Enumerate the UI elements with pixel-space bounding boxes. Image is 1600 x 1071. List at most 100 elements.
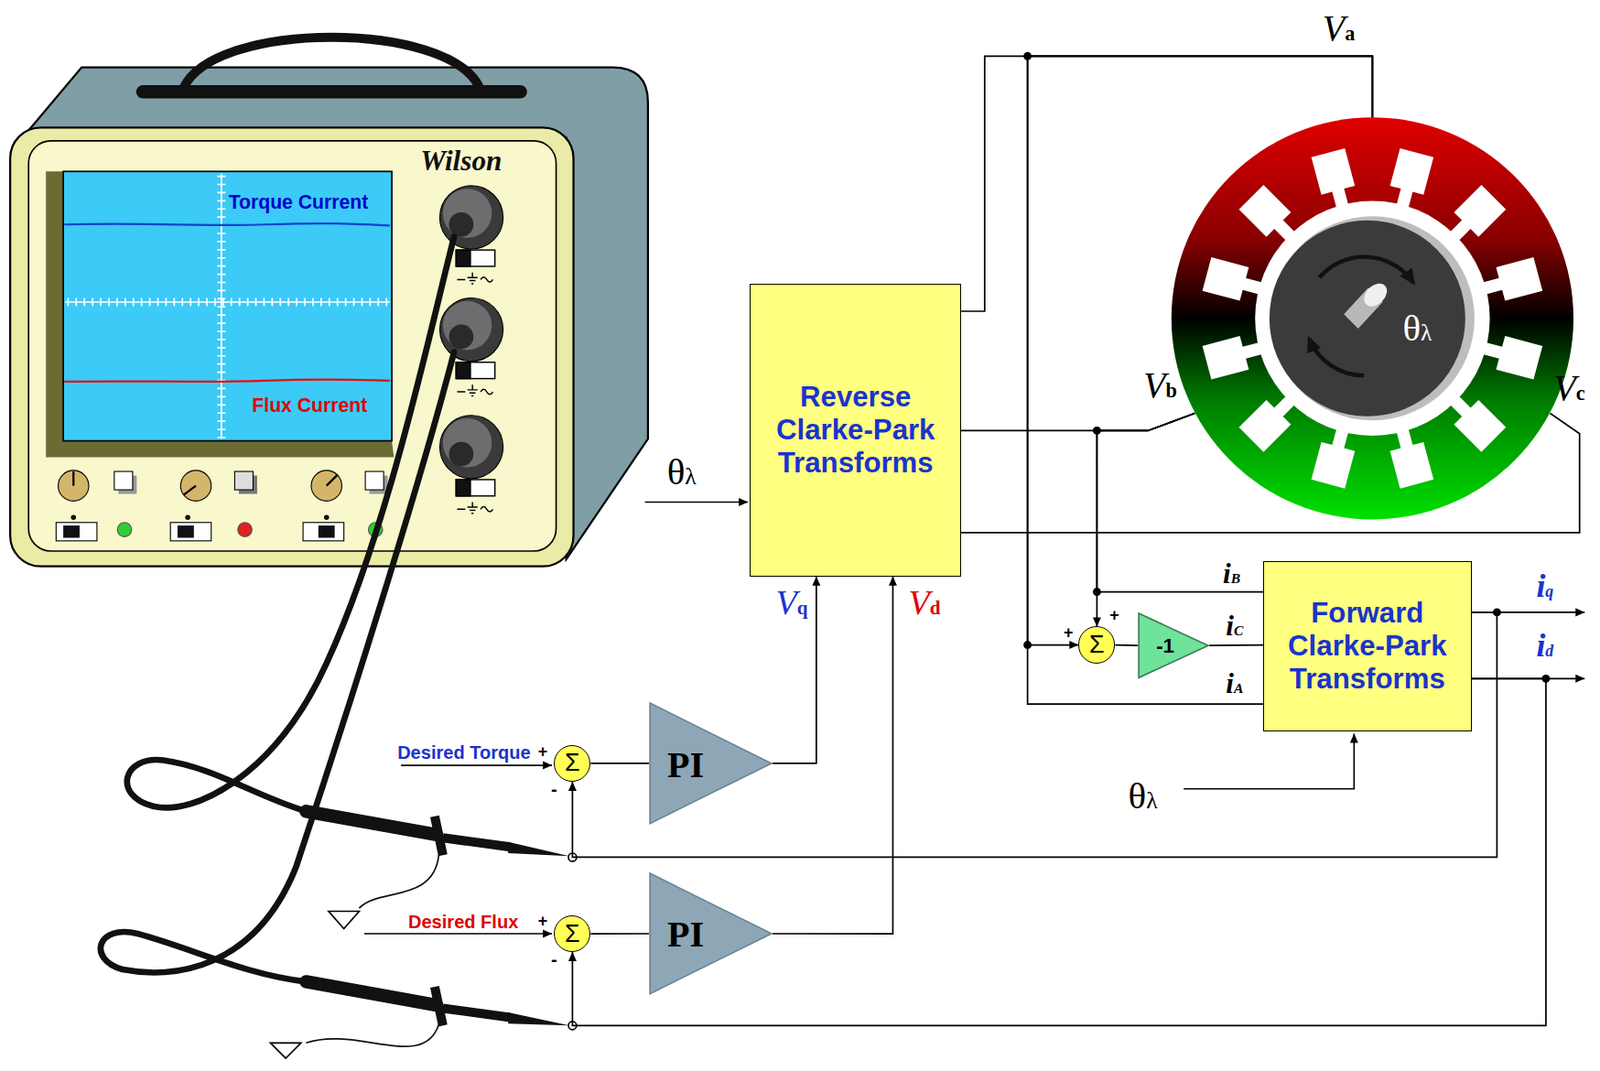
scope-controls <box>237 522 253 538</box>
wire <box>961 412 1580 532</box>
bnc-connector <box>439 185 503 479</box>
transform-box: Reverse Clarke-Park Transforms <box>749 283 962 577</box>
motor: θλ <box>1171 117 1574 519</box>
oscilloscope-housing <box>28 140 556 552</box>
trace-label: Flux Current <box>251 395 368 415</box>
signal-label: iC <box>1225 612 1244 641</box>
controller-label: PI <box>667 746 704 784</box>
coupling-switch <box>455 479 471 497</box>
signal-label: Vd <box>908 584 941 620</box>
scope-controls <box>326 474 338 486</box>
coupling-switch <box>456 384 493 396</box>
pi-controller: PI <box>648 702 773 825</box>
scope-controls <box>180 470 211 501</box>
scope-probe <box>508 1012 570 1026</box>
wire <box>1096 412 1264 592</box>
scope-controls <box>318 525 336 538</box>
scope-controls <box>184 514 191 520</box>
oscilloscope-screen <box>64 223 390 226</box>
gain-value: -1 <box>1156 636 1175 657</box>
oscilloscope: WilsonTorque CurrentFlux Current <box>10 127 573 566</box>
motor-drawing <box>1171 117 1574 519</box>
summing-junction: Σ <box>553 915 591 952</box>
scope-screen: Torque CurrentFlux Current <box>63 173 390 440</box>
scope-probe <box>434 816 444 855</box>
brand-label: Wilson <box>420 147 502 176</box>
scope-controls <box>72 471 75 487</box>
oscilloscope-housing <box>183 37 480 88</box>
sign: - <box>551 779 558 799</box>
signal-label: iB <box>1222 559 1241 588</box>
signal-wire <box>1183 734 1354 790</box>
wire <box>961 55 1373 312</box>
coupling-switch <box>456 272 493 284</box>
angle-symbol: θλ <box>667 454 697 492</box>
angle-symbol: θλ <box>1128 777 1158 815</box>
junction-dot <box>1023 52 1550 683</box>
scope-probe <box>100 352 455 983</box>
scope-probe <box>100 237 577 1059</box>
oscilloscope-screen <box>64 301 390 303</box>
scope-controls <box>365 471 384 490</box>
sign: - <box>551 950 558 969</box>
scope-probe <box>305 810 437 835</box>
transform-box: Forward Clarke-Park Transforms <box>1263 561 1471 732</box>
box-title: Reverse Clarke-Park Transforms <box>750 380 961 480</box>
wire <box>590 762 649 765</box>
scope-controls <box>55 470 388 541</box>
coupling-switch <box>455 249 495 514</box>
sum-symbol: Σ <box>564 750 581 776</box>
scope-probe <box>305 1024 439 1047</box>
scope-probe <box>358 854 439 909</box>
bnc-connector <box>439 415 503 479</box>
scope-probe <box>328 911 359 930</box>
scope-controls <box>63 525 80 538</box>
signal-wire <box>645 501 749 504</box>
bnc-connector <box>439 185 503 249</box>
signal-wire <box>364 501 1585 934</box>
coupling-switch <box>455 362 471 379</box>
scope-controls <box>70 514 76 520</box>
scope-probe <box>443 1007 511 1017</box>
oscilloscope-screen <box>63 171 392 441</box>
motor-drawing <box>1254 201 1490 436</box>
sign: + <box>538 913 548 930</box>
scope-controls <box>324 514 330 520</box>
bnc-connector <box>443 301 493 351</box>
oscilloscope-screen <box>220 173 223 440</box>
wire <box>1027 55 1373 645</box>
summing-junction: Σ <box>1078 626 1115 663</box>
bnc-connector <box>449 442 475 467</box>
scope-probe <box>434 986 444 1026</box>
sum-symbol: Σ <box>564 921 581 947</box>
pi-controller-shape <box>648 872 773 995</box>
oscilloscope-screen <box>67 298 390 307</box>
sum-symbol: Σ <box>1089 632 1105 658</box>
wire <box>1209 644 1264 647</box>
wire <box>772 576 894 934</box>
oscilloscope-housing <box>142 85 520 98</box>
scope-controls <box>114 471 133 490</box>
bnc-connector <box>443 188 493 238</box>
oscilloscope-screen <box>64 379 390 382</box>
wire <box>772 576 817 764</box>
wire <box>1114 644 1138 647</box>
pi-controller-outline <box>649 702 772 824</box>
wire <box>961 412 1195 431</box>
bnc-connector <box>439 298 503 362</box>
scope-probe <box>270 1042 301 1059</box>
coupling-switch <box>455 249 495 267</box>
scope-probe <box>508 842 570 857</box>
coupling-switch <box>456 501 493 513</box>
scope-controls <box>302 522 345 541</box>
signal-label: Va <box>1322 10 1356 47</box>
bnc-connector <box>443 418 493 468</box>
signal-label: iq <box>1535 570 1554 604</box>
signal-label: Vc <box>1553 369 1585 407</box>
oscilloscope-screen <box>45 171 394 457</box>
gain-block-outline <box>1138 613 1209 678</box>
summing-junction: Σ <box>553 745 591 782</box>
